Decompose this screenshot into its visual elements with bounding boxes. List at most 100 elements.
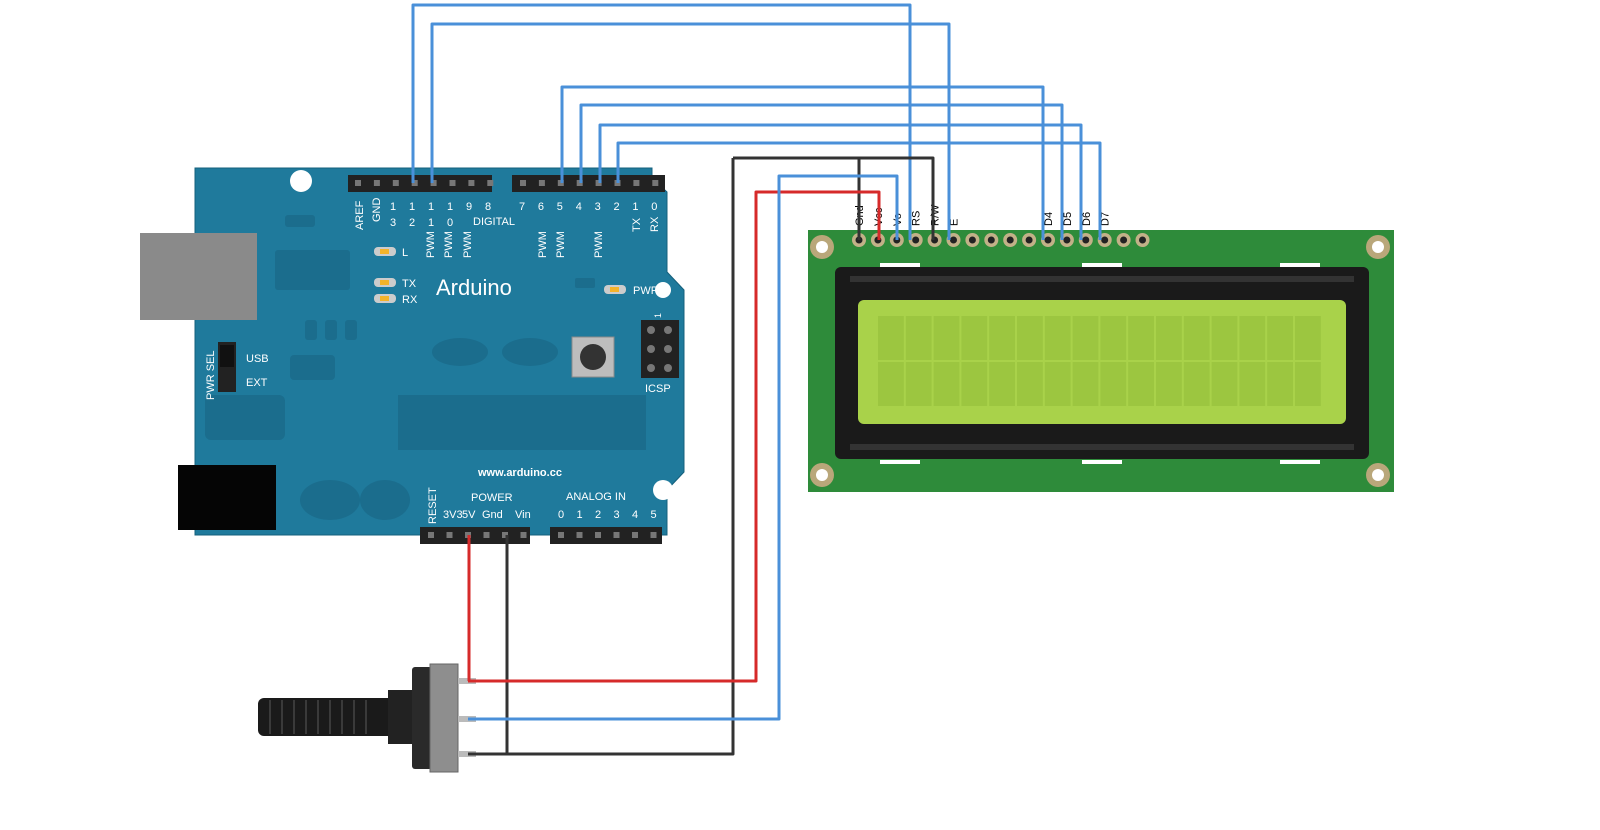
arduino-logo: Arduino — [436, 275, 512, 300]
lcd-pin-label: RS — [911, 211, 923, 226]
lcd-pin-hole — [987, 236, 995, 244]
lcd-character-cell — [1211, 362, 1238, 406]
analog-pin-label: 2 — [595, 509, 601, 521]
analog-pin-hole — [632, 532, 638, 538]
pwr-label: PWR — [633, 285, 659, 297]
digital-pin-label: 7 — [519, 201, 525, 213]
analog-pin-label: 3 — [614, 509, 620, 521]
analog-pin-label: 1 — [577, 509, 583, 521]
power-pin-hole — [428, 532, 434, 538]
analog-pin-label: 0 — [558, 509, 564, 521]
wire-vo — [468, 174, 899, 721]
power-pin-hole — [483, 532, 490, 538]
digital-pin-label: 4 — [576, 201, 582, 213]
digital-pin-hole — [487, 180, 494, 186]
digital-pin-label: 1 — [447, 201, 453, 213]
analog-header — [550, 527, 662, 544]
reset-button-cap — [580, 344, 606, 370]
pot-terminal-2 — [458, 716, 476, 722]
lcd-character-cell — [1128, 316, 1154, 360]
lcd-pin-label: D5 — [1062, 212, 1074, 226]
lcd-pin-hole — [1063, 236, 1071, 244]
lcd-pin-hole — [1101, 236, 1109, 244]
lcd-bezel-line-top — [850, 276, 1354, 282]
lcd-pin-label: D7 — [1100, 212, 1112, 226]
digital-pin-hole — [355, 180, 361, 186]
lcd-character-cells — [878, 316, 1321, 406]
pwm-label-5: PWM — [555, 231, 567, 258]
lcd-character-cell — [1239, 362, 1266, 406]
lcd-character-cell — [878, 316, 904, 360]
digital-pin-label: 8 — [485, 201, 491, 213]
rx-pin-label: RX — [649, 216, 661, 232]
digital-pin-label: 5 — [557, 201, 563, 213]
lcd-character-cell — [1183, 362, 1210, 406]
mounting-hole — [655, 282, 671, 298]
power-pin-label: 5V — [462, 509, 476, 521]
arduino-url: www.arduino.cc — [477, 467, 562, 479]
lcd-character-cell — [1183, 316, 1210, 360]
lcd-character-cell — [1295, 316, 1321, 360]
arduino-board: Arduino www.arduino.cc DIGITAL AREF GND … — [140, 167, 685, 544]
digital-header-right — [512, 175, 665, 192]
analog-pin-hole — [613, 532, 620, 538]
lcd-character-cell — [1072, 362, 1099, 406]
digital-pin-label: 1 — [428, 217, 434, 229]
board-leds — [374, 247, 626, 303]
led-l-label: L — [402, 247, 408, 259]
board-components — [205, 215, 646, 520]
lcd-character-cell — [1072, 316, 1099, 360]
digital-pin-hole — [373, 180, 380, 186]
wire-d6 — [598, 123, 1083, 240]
lcd-character-cell — [905, 362, 932, 406]
potentiometer-body — [429, 663, 459, 773]
lcd-character-cell — [1044, 362, 1071, 406]
digital-pin-hole — [633, 180, 640, 186]
lcd-pin-label: E — [949, 219, 961, 226]
digital-pin-hole — [652, 180, 659, 186]
digital-pin-label: 0 — [447, 217, 453, 229]
digital-pin-label: 1 — [632, 201, 638, 213]
digital-pin-hole — [520, 180, 526, 186]
potentiometer — [258, 663, 476, 773]
led-rx-label: RX — [402, 294, 418, 306]
lcd-character-cell — [1239, 316, 1266, 360]
digital-pin-hole — [468, 180, 475, 186]
power-pin-label: Gnd — [482, 509, 503, 521]
pwr-sel-label: PWR SEL — [205, 350, 217, 400]
potentiometer-shaft[interactable] — [258, 698, 398, 736]
lcd-pin-label: R/W — [930, 204, 942, 226]
digital-pin-label: 2 — [409, 217, 415, 229]
icsp-label: ICSP — [645, 383, 671, 395]
lcd-pin-label: D4 — [1043, 212, 1055, 226]
lcd-character-cell — [878, 362, 904, 406]
digital-pin-label: 3 — [595, 201, 601, 213]
led-tx-label: TX — [402, 278, 417, 290]
analog-pin-label: 4 — [632, 509, 638, 521]
wire-d7 — [616, 141, 1102, 240]
lcd-character-cell — [1295, 362, 1321, 406]
analog-label: ANALOG IN — [566, 491, 626, 503]
digital-header-left — [348, 175, 492, 192]
digital-pin-label: 6 — [538, 201, 544, 213]
digital-pin-hole — [392, 180, 399, 186]
pwm-label-6: PWM — [537, 231, 549, 258]
power-pin-hole — [446, 532, 453, 538]
lcd-pin-hole — [950, 236, 957, 244]
digital-pin-label: 3 — [390, 217, 396, 229]
wire-lcd-gnd-rw — [857, 156, 935, 240]
lcd-character-cell — [1044, 316, 1071, 360]
lcd-character-cell — [1156, 316, 1182, 360]
power-pin-hole — [502, 532, 508, 538]
digital-pin-label: 1 — [428, 201, 434, 213]
lcd-pin-hole — [1025, 236, 1033, 244]
power-header — [420, 527, 530, 544]
potentiometer-bushing — [388, 690, 416, 744]
mounting-hole — [653, 480, 673, 500]
wire-lcd-vcc — [468, 190, 881, 683]
